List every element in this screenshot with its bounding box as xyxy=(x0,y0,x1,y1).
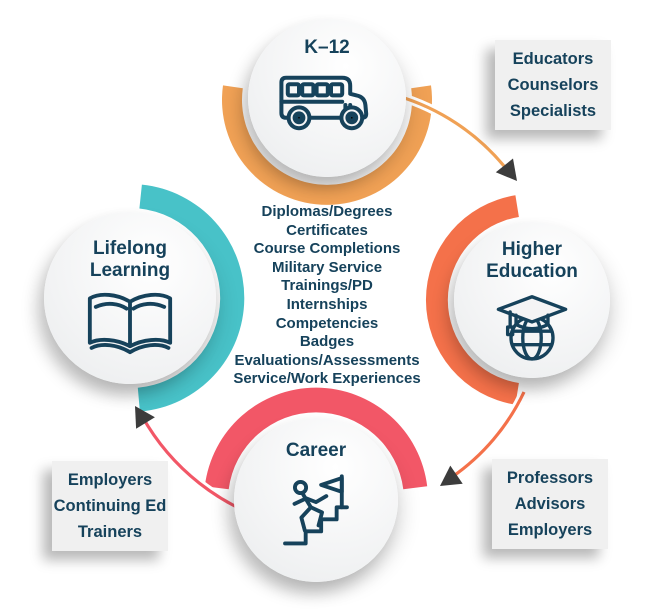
credential-item: Diplomas/Degrees xyxy=(261,203,393,220)
k12-arc xyxy=(222,85,432,205)
stakeholder: Specialists xyxy=(509,102,597,120)
stakeholder: Trainers xyxy=(77,523,143,541)
credential-item: Trainings/PD xyxy=(281,277,373,295)
higher-education-arc xyxy=(425,195,519,405)
credential-item: Internships xyxy=(286,295,368,313)
school-bus-icon xyxy=(275,65,379,137)
node-lifelong-learning-label: Lifelong Learning xyxy=(89,238,171,281)
credential-item: Evaluations/Assessments xyxy=(234,351,420,369)
credential-item: Military Service xyxy=(271,258,383,276)
credential-item: Certificates xyxy=(286,221,368,239)
credential-item: Service/Work Experiences xyxy=(233,370,421,388)
credential-item: Badges xyxy=(299,333,355,351)
stakeholder: Continuing Ed xyxy=(53,497,167,515)
career-arc xyxy=(204,387,428,490)
node-higher-education-label: Higher Education xyxy=(486,239,578,282)
node-k12-label: K–12 xyxy=(304,37,350,58)
node-lifelong-learning: Lifelong Learning xyxy=(44,212,216,384)
stakeholder: Professors xyxy=(506,469,594,487)
node-career: Career xyxy=(234,418,398,582)
credential-item: Competencies xyxy=(275,314,379,332)
stakeholders-box-higher-to-career: Professors Advisors Employers xyxy=(492,459,608,549)
stakeholder: Advisors xyxy=(514,495,586,513)
stakeholder: Employers xyxy=(67,471,153,489)
arrow-career-to-lifelong-head xyxy=(135,406,155,429)
arrow-higher-to-career-head xyxy=(440,465,463,486)
node-k12: K–12 xyxy=(248,19,406,177)
node-higher-education: Higher Education xyxy=(454,222,610,378)
arrow-higher-to-career xyxy=(451,391,526,479)
stakeholder: Educators xyxy=(512,50,594,68)
credential-item: Course Completions xyxy=(253,240,401,258)
arrow-k12-to-higher-head xyxy=(495,158,517,181)
career-stairs-flag-icon xyxy=(273,466,359,552)
arrow-k12-to-higher xyxy=(397,94,506,168)
graduation-cap-globe-icon xyxy=(490,285,574,369)
open-book-icon xyxy=(83,288,177,360)
node-career-label: Career xyxy=(285,440,347,461)
stakeholders-box-k12-to-higher: Educators Counselors Specialists xyxy=(495,40,611,130)
stakeholders-box-career-to-lifelong: Employers Continuing Ed Trainers xyxy=(52,461,168,551)
stakeholder: Counselors xyxy=(507,76,599,94)
lifelong-learning-arc xyxy=(137,184,245,412)
stakeholder: Employers xyxy=(507,521,593,539)
credential-list: Diplomas/Degrees Certificates Course Com… xyxy=(202,203,452,389)
